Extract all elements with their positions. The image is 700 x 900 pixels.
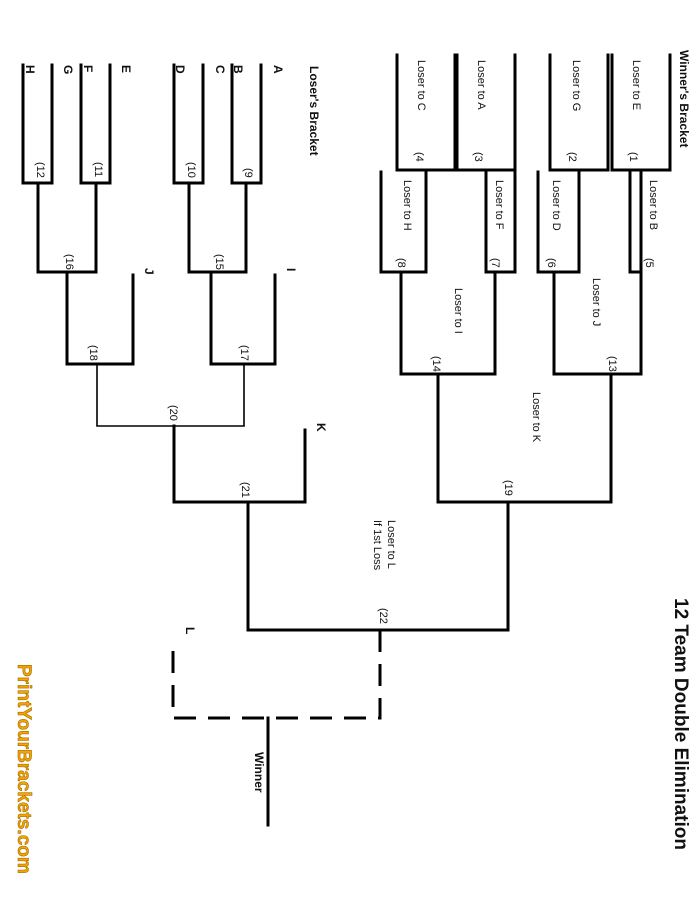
game-6-slot: Loser to D (6 [536,168,581,274]
game-18-slot: (18 [65,270,135,366]
loser-to-i-label: Loser to I [452,288,464,334]
winners-bracket-header: Winner's Bracket [677,50,691,147]
game-19-number: (19 [502,480,514,496]
game-17-slot: (17 [209,270,277,366]
loser-to-j-label: Loser to J [590,278,602,326]
game-5-slot: Loser to B (5 [628,168,659,274]
game-8-slot: Loser to H (8 [379,168,428,274]
game-16-slot: (16 [36,181,98,274]
loser-to-k-label: Loser to K [530,392,542,443]
game-2-slot: Loser to G (2 [548,53,610,172]
game-21-number: (21 [239,482,251,498]
game-13-number: (13 [606,356,618,372]
game-22-number: (22 [377,608,389,624]
game-2-number: (2 [566,152,578,162]
loser-to-d-label: Loser to D [550,180,562,231]
game-4-slot: Loser to C (4 [395,53,457,172]
letter-b: B [231,65,245,74]
letter-h: H [23,65,37,74]
letter-a: A [271,65,285,74]
game-14-number: (14 [430,356,442,372]
game-7-number: (7 [489,258,501,268]
letter-e: E [119,65,133,73]
loser-to-b-label: Loser to B [647,180,659,230]
loser-to-h-label: Loser to H [401,180,413,231]
game-20-slot: (20 [96,364,245,427]
game-14-slot: Loser to I (14 [399,270,497,376]
site-logo: PrintYourBrackets.com [13,664,34,874]
game-16-number: (16 [63,254,75,270]
game-12-number: (12 [34,162,46,178]
letter-k: K [314,423,328,432]
game-15-slot: (15 [187,181,248,274]
letter-l: L [183,627,197,634]
letter-c: C [213,65,227,74]
game-19-slot: Loser to K (19 [436,372,613,504]
page-title: 12 Team Double Elimination [670,598,691,850]
loser-to-a-label: Loser to A [475,60,487,110]
if-needed-game-slot: Winner [171,630,382,827]
game-9-slot: (9 [230,63,263,185]
letter-d: D [173,65,187,74]
game-18-number: (18 [87,345,99,361]
game-10-slot: (10 [172,63,205,185]
letter-i: I [284,268,298,271]
game-3-slot: Loser to A (3 [455,53,517,172]
loser-to-g-label: Loser to G [570,60,582,111]
game-8-number: (8 [395,258,407,268]
letter-j: J [142,268,156,275]
game-4-number: (4 [413,152,425,162]
game-15-number: (15 [213,254,225,270]
game-5-number: (5 [643,258,655,268]
game-13-slot: Loser to J (13 [552,270,643,376]
winner-label: Winner [252,752,266,793]
loser-to-l-label: Loser to L [385,520,397,569]
game-12-slot: (12 [21,63,54,185]
game-21-slot: (21 [172,424,307,504]
letter-f: F [81,65,95,72]
game-22-slot: (22 Loser to L If 1st Loss [246,500,510,632]
game-3-number: (3 [472,152,484,162]
letter-g: G [61,65,75,74]
game-11-number: (11 [92,162,104,177]
loser-to-c-label: Loser to C [415,60,427,111]
game-1-slot: Loser to E (1 [610,53,672,172]
loser-to-e-label: Loser to E [630,60,642,110]
game-11-slot: (11 [79,63,112,185]
game-6-number: (6 [545,258,557,268]
loser-to-f-label: Loser to F [493,180,505,230]
game-17-number: (17 [238,345,250,361]
game-1-number: (1 [627,152,639,162]
if-first-loss-label: If 1st Loss [371,520,383,571]
game-9-number: (9 [242,168,254,178]
game-7-slot: Loser to F (7 [484,168,517,274]
losers-bracket-header: Loser's Bracket [307,66,321,156]
game-10-number: (10 [185,162,197,178]
game-20-number: (20 [167,405,179,421]
